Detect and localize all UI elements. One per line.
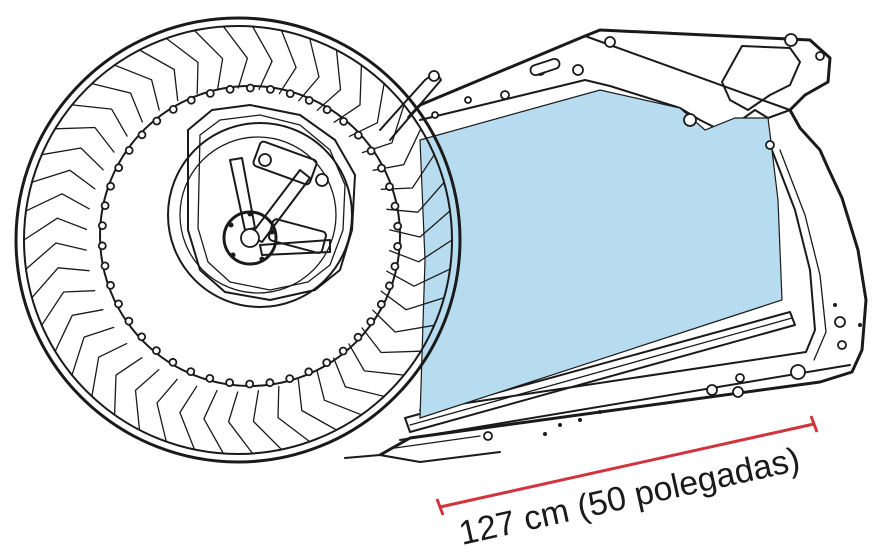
wheel-rivet (245, 379, 255, 389)
belt-area (419, 89, 783, 419)
wheel-rivet (151, 346, 161, 356)
wheel-rivet (376, 299, 386, 309)
wheel-rivet (265, 85, 275, 94)
wheel-rivet (304, 96, 314, 105)
wheel-rivet (137, 130, 147, 140)
wheel-pleat (156, 378, 178, 443)
wheel-rivet (205, 89, 215, 98)
wheel-pleat (54, 309, 104, 352)
wheel-pleat (316, 49, 342, 111)
wheel-rivet (390, 201, 400, 211)
wheel-rivet (114, 163, 124, 173)
wheel-pleat (25, 193, 90, 212)
wheel-pleat (165, 37, 199, 95)
wheel (14, 16, 462, 464)
dimension-line-cap-right (809, 415, 819, 433)
wheel-rivet (385, 182, 394, 192)
wheel-pleat (41, 290, 96, 326)
wheel-rivet (186, 95, 196, 105)
wheel-pleat (222, 25, 249, 89)
wheel-rivet (205, 373, 215, 383)
wheel-pleat (91, 342, 128, 398)
wheel-pleat (298, 37, 320, 102)
wheel-rivet (390, 261, 400, 271)
wheel-pleat (252, 389, 283, 451)
wheel-pleat (277, 385, 311, 443)
wheel-pleat (113, 64, 160, 111)
wheel-pleat (138, 49, 179, 102)
wheel-pleat (91, 82, 143, 123)
wheel-pleat (227, 391, 254, 455)
wheel-pleat (297, 378, 338, 431)
dimension-label: 127 cm (50 polegadas) (456, 440, 804, 549)
wheel-pleat (386, 268, 451, 287)
frame-holes (431, 33, 862, 441)
wheel-rivet (265, 378, 275, 388)
wheel-pleat (71, 326, 115, 376)
dimension-indicator: 127 cm (50 polegadas) (435, 415, 819, 549)
wheel-rivet (339, 117, 349, 126)
wheel-rivet (338, 346, 348, 356)
wheel-rivet (285, 89, 295, 98)
wheel-pleat (203, 389, 225, 455)
wheel-pleat (25, 242, 87, 270)
wheel-rivet (304, 367, 314, 377)
wheel-pleat (316, 369, 363, 416)
wheel-pleat (251, 25, 273, 91)
wheel-rivet (100, 201, 110, 211)
wheel-pleat (23, 217, 88, 241)
wheel-pleat (278, 29, 297, 95)
wheel-rivet (322, 358, 332, 368)
wheel-rivet (98, 221, 107, 231)
wheel-rivet (168, 357, 178, 367)
wheel-pleat (361, 327, 422, 354)
wheel-rivet (384, 281, 394, 291)
wheel-pleat (179, 385, 198, 451)
wheel-rivet (137, 332, 147, 342)
wheel-rivet (353, 332, 363, 342)
wheel-pleat (134, 369, 160, 431)
wheel-pleat (193, 29, 224, 91)
wheel-rivet (245, 83, 255, 93)
wheel-rivet (114, 299, 123, 309)
wheel-rivet (124, 145, 134, 155)
wheel-pleat (31, 267, 90, 299)
wheel-rivet (377, 163, 386, 173)
wheel-rivet (353, 130, 363, 140)
wheel-rivet (168, 105, 178, 114)
dimension-line (439, 422, 815, 509)
wheel-pleat (71, 104, 128, 137)
wheel-rivet (97, 241, 107, 251)
wheel-pleat (41, 147, 104, 171)
wheel-rivet (106, 280, 115, 290)
wheel-pleat (31, 169, 96, 190)
dimension-line-cap-left (435, 498, 445, 516)
wheel-rivet (152, 116, 162, 126)
wheel-rivet (124, 316, 134, 326)
wheel-rivet (186, 367, 196, 377)
hub-assembly (187, 104, 356, 301)
wheel-rivet (100, 261, 110, 271)
wheel-pleat (380, 290, 445, 311)
wheel-rivet (366, 317, 376, 327)
wheel-pleat (348, 343, 405, 376)
machine-frame (344, 28, 868, 463)
wheel-rivet (393, 221, 403, 231)
wheel-pleat (333, 64, 363, 123)
wheel-rivet (106, 181, 115, 191)
wheel-rivet (285, 374, 295, 384)
wheel-pleat (333, 357, 385, 398)
wheel-rivet (225, 378, 235, 388)
wheel-pleat (113, 357, 143, 416)
wheel-pleat (54, 126, 115, 153)
wheel-rivet (225, 84, 235, 94)
wheel-rivet (393, 241, 403, 251)
wheel-pleat (372, 309, 435, 333)
wheel-rivet (366, 146, 376, 156)
wheel-rivet (322, 105, 332, 115)
